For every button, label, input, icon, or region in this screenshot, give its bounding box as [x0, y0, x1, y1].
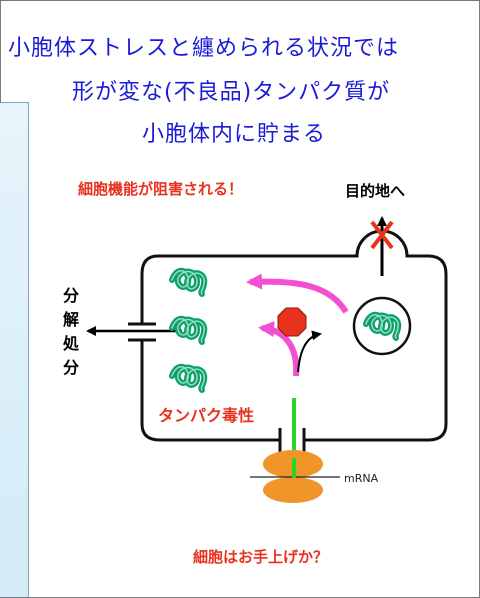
- destination-label: 目的地へ: [345, 182, 406, 200]
- protein-toxicity-label: タンパク毒性: [158, 406, 255, 425]
- blocked-x-icon: [370, 220, 394, 250]
- title-line-3: 小胞体内に貯まる: [142, 122, 327, 147]
- title-line-2: 形が変な(不良品)タンパク質が: [72, 80, 391, 105]
- mrna-label: mRNA: [344, 472, 379, 485]
- cell-give-up-label: 細胞はお手上げか？: [193, 548, 329, 566]
- side-panel: [0, 102, 29, 597]
- title-line-1: 小胞体ストレスと纏められる状況では: [8, 36, 400, 61]
- misfolded-protein-icon: [172, 367, 204, 390]
- degradation-label: 分解処分: [62, 286, 79, 377]
- toxicity-arrow: [258, 321, 300, 377]
- misfolded-protein-icon: [172, 271, 204, 294]
- branch-arrow: [297, 330, 322, 373]
- ribosome-small-subunit: [263, 477, 323, 503]
- transport-arrow: [246, 273, 349, 314]
- function-blocked-label: 細胞機能が阻害される！: [78, 180, 244, 198]
- misfolded-protein-icon: [172, 319, 204, 342]
- stop-sign-icon: [277, 307, 307, 337]
- er-membrane: [140, 229, 448, 442]
